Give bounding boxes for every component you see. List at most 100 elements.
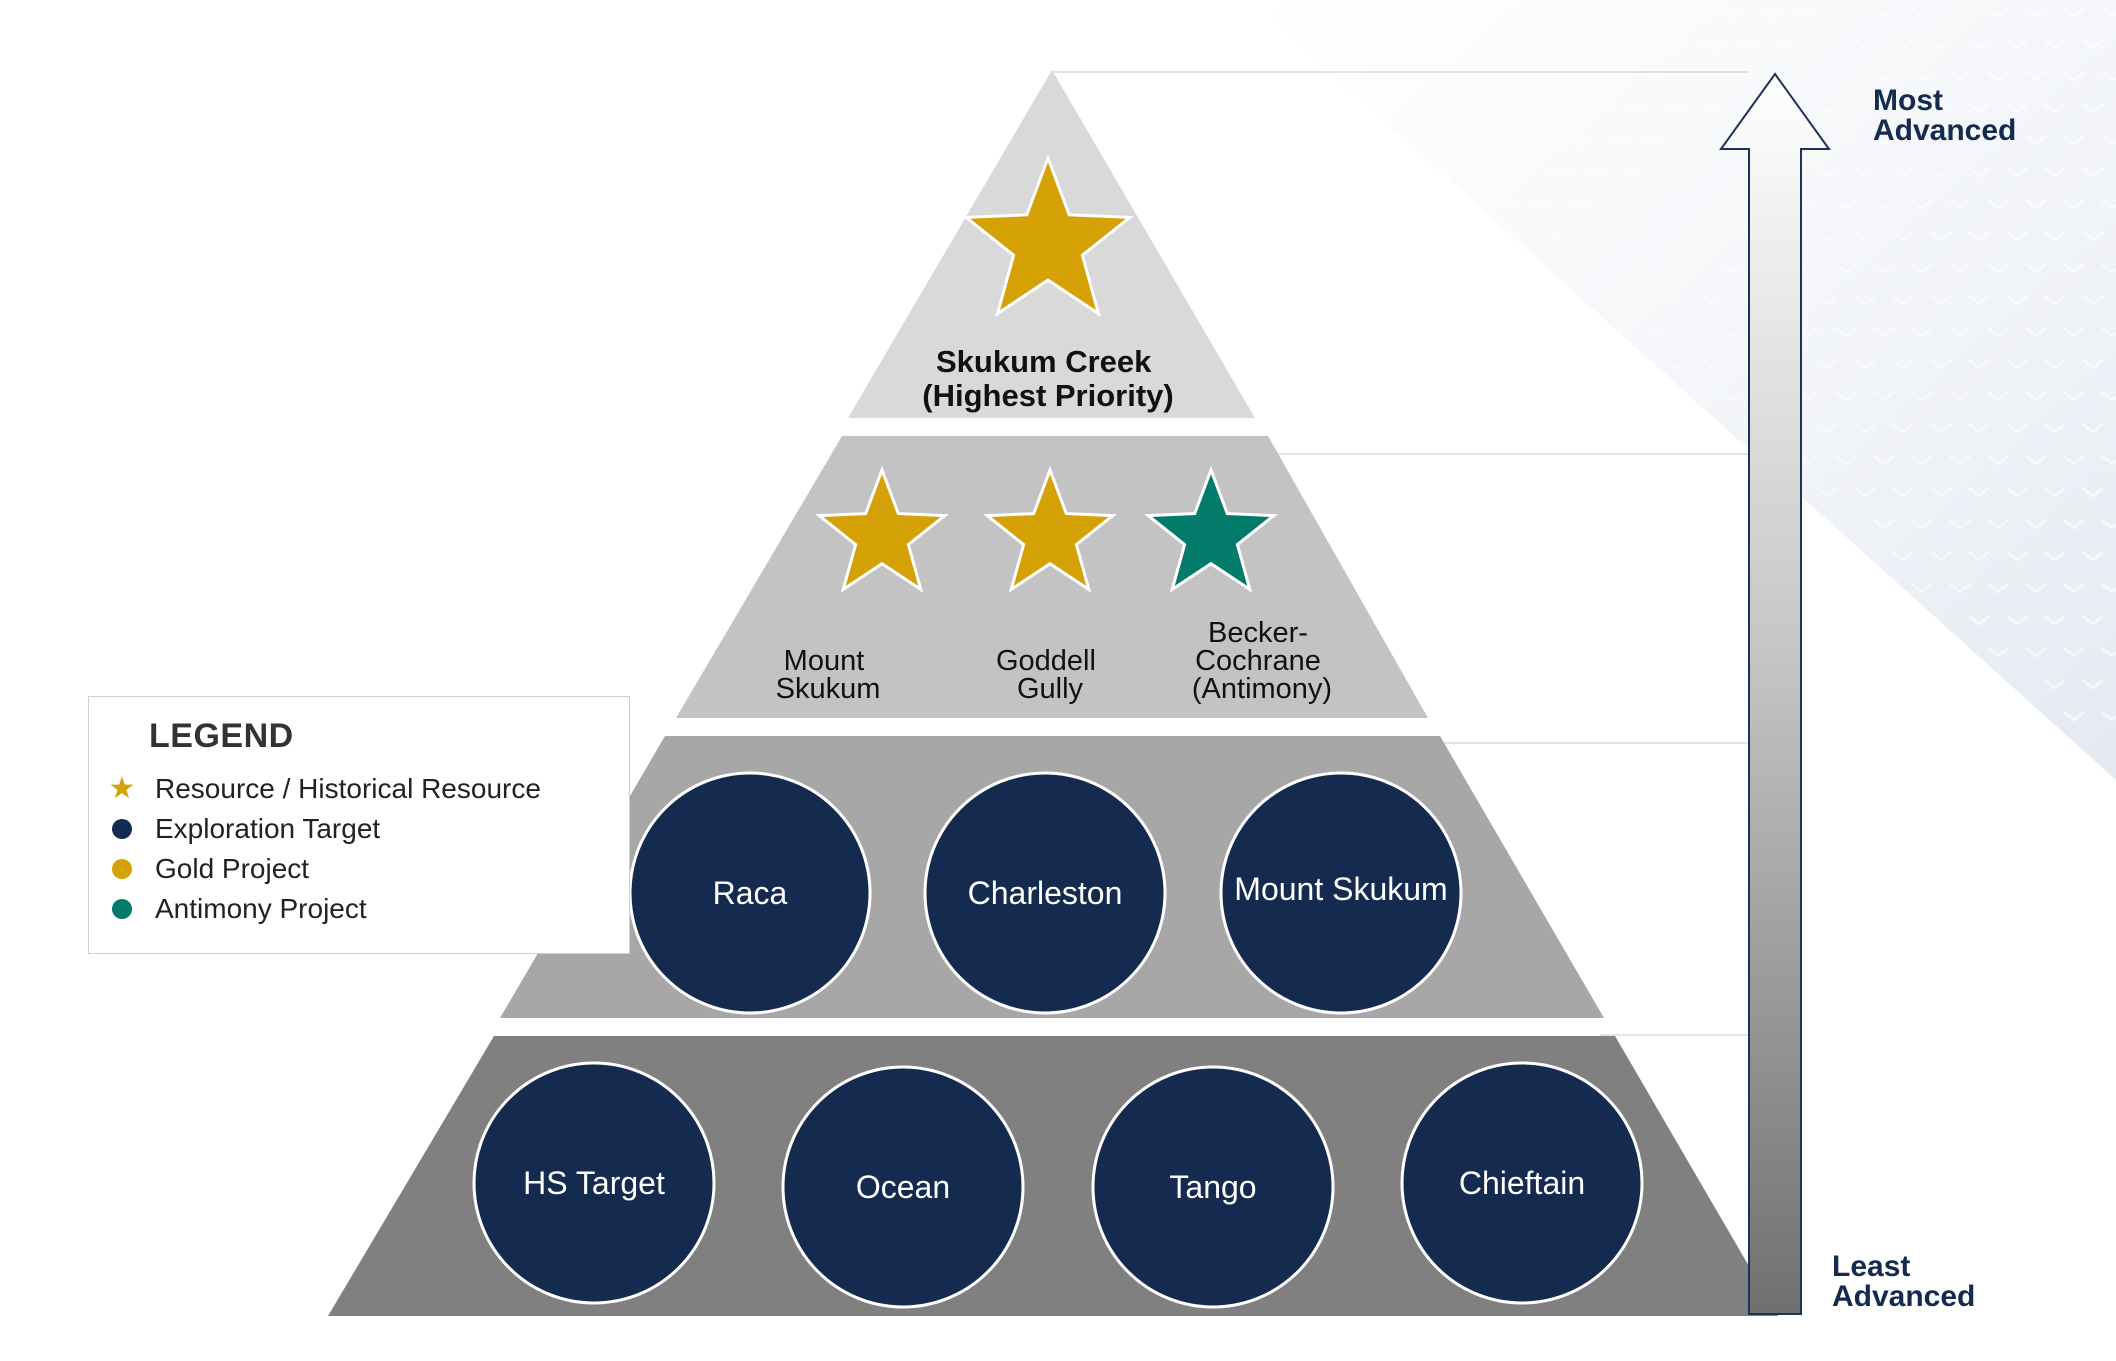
pattern-mark bbox=[1854, 358, 1876, 370]
pattern-mark bbox=[1550, 166, 1572, 178]
pattern-mark bbox=[2006, 614, 2028, 626]
pattern-mark bbox=[2044, 614, 2066, 626]
pattern-mark bbox=[2006, 230, 2028, 242]
pattern-mark bbox=[2063, 6, 2085, 18]
pattern-mark bbox=[1816, 166, 1838, 178]
pattern-mark bbox=[2006, 422, 2028, 434]
pattern-mark bbox=[1968, 422, 1990, 434]
pattern-mark bbox=[1968, 486, 1990, 498]
pattern-mark bbox=[1664, 358, 1686, 370]
pattern-mark bbox=[1474, 166, 1496, 178]
pattern-mark bbox=[1702, 358, 1724, 370]
pattern-mark bbox=[2044, 166, 2066, 178]
pattern-mark bbox=[2025, 646, 2047, 658]
pattern-mark bbox=[1835, 134, 1857, 146]
pattern-mark bbox=[1816, 358, 1838, 370]
pattern-mark bbox=[2025, 326, 2047, 338]
pattern-mark bbox=[1512, 102, 1534, 114]
pattern-mark bbox=[1949, 134, 1971, 146]
pattern-mark bbox=[1417, 70, 1439, 82]
pattern-mark bbox=[2101, 390, 2116, 402]
pattern-mark bbox=[1892, 294, 1914, 306]
pattern-mark bbox=[1911, 518, 1933, 530]
svg-text:Raca: Raca bbox=[713, 875, 788, 911]
pattern-mark bbox=[1873, 70, 1895, 82]
pattern-mark bbox=[2025, 262, 2047, 274]
pattern-mark bbox=[2063, 518, 2085, 530]
pattern-mark bbox=[1778, 38, 1800, 50]
pattern-mark bbox=[1379, 6, 1401, 18]
pattern-mark bbox=[1645, 198, 1667, 210]
pattern-mark bbox=[1379, 70, 1401, 82]
pattern-mark bbox=[1645, 134, 1667, 146]
pattern-mark bbox=[1493, 70, 1515, 82]
pattern-mark bbox=[2082, 38, 2104, 50]
exploration-target-chieftain: Chieftain bbox=[1400, 1061, 1644, 1305]
svg-text:Ocean: Ocean bbox=[856, 1169, 950, 1205]
pattern-mark bbox=[1949, 454, 1971, 466]
pattern-mark bbox=[2063, 454, 2085, 466]
pattern-mark bbox=[1645, 326, 1667, 338]
pattern-mark bbox=[1854, 230, 1876, 242]
pattern-mark bbox=[2063, 326, 2085, 338]
pattern-mark bbox=[1588, 166, 1610, 178]
pattern-mark bbox=[1854, 486, 1876, 498]
pattern-mark bbox=[1987, 454, 2009, 466]
pattern-mark bbox=[1702, 230, 1724, 242]
pattern-mark bbox=[1892, 550, 1914, 562]
svg-text:Tango: Tango bbox=[1169, 1169, 1256, 1205]
exploration-target-ocean: Ocean bbox=[781, 1065, 1025, 1309]
pattern-mark bbox=[1569, 6, 1591, 18]
star-icon: ★ bbox=[108, 772, 136, 805]
pattern-mark bbox=[1835, 390, 1857, 402]
pattern-mark bbox=[1854, 38, 1876, 50]
pattern-mark bbox=[1873, 390, 1895, 402]
pattern-mark bbox=[1436, 38, 1458, 50]
pattern-mark bbox=[2063, 582, 2085, 594]
pattern-mark bbox=[1968, 38, 1990, 50]
pattern-mark bbox=[1911, 70, 1933, 82]
pattern-mark bbox=[2025, 198, 2047, 210]
pattern-mark bbox=[1816, 294, 1838, 306]
pattern-mark bbox=[2082, 358, 2104, 370]
pattern-mark bbox=[1949, 326, 1971, 338]
pattern-mark bbox=[1493, 6, 1515, 18]
pattern-mark bbox=[1816, 38, 1838, 50]
pattern-mark bbox=[2101, 6, 2116, 18]
pattern-mark bbox=[1949, 390, 1971, 402]
star-icon bbox=[983, 465, 1117, 593]
pattern-mark bbox=[2063, 710, 2085, 722]
pattern-mark bbox=[1531, 134, 1553, 146]
pattern-mark bbox=[1626, 230, 1648, 242]
pattern-mark bbox=[1664, 166, 1686, 178]
pattern-mark bbox=[1911, 582, 1933, 594]
pattern-mark bbox=[1911, 326, 1933, 338]
pattern-mark bbox=[1968, 358, 1990, 370]
pattern-mark bbox=[1493, 198, 1515, 210]
pattern-mark bbox=[1721, 262, 1743, 274]
pattern-mark bbox=[1664, 230, 1686, 242]
top-project-label: Skukum Creek (Highest Priority) bbox=[922, 344, 1173, 413]
pattern-mark bbox=[1683, 134, 1705, 146]
pattern-mark bbox=[1854, 294, 1876, 306]
pattern-mark bbox=[2006, 166, 2028, 178]
svg-text:Charleston: Charleston bbox=[968, 875, 1123, 911]
pattern-mark bbox=[1702, 38, 1724, 50]
pyramid-tier-2 bbox=[676, 436, 1428, 718]
legend-item-exploration-target: Exploration Target bbox=[107, 811, 380, 847]
exploration-target-tango: Tango bbox=[1091, 1065, 1335, 1309]
least-advanced-label: Least Advanced bbox=[1832, 1250, 1975, 1313]
pattern-mark bbox=[2006, 102, 2028, 114]
pattern-mark bbox=[2063, 70, 2085, 82]
pattern-mark bbox=[1949, 70, 1971, 82]
pattern-mark bbox=[1892, 166, 1914, 178]
pattern-mark bbox=[2082, 550, 2104, 562]
pattern-mark bbox=[1626, 166, 1648, 178]
pattern-mark bbox=[2006, 38, 2028, 50]
pattern-mark bbox=[1873, 134, 1895, 146]
pattern-mark bbox=[1512, 166, 1534, 178]
advancement-arrow bbox=[1719, 72, 1831, 1315]
pattern-mark bbox=[1493, 134, 1515, 146]
pattern-mark bbox=[2025, 70, 2047, 82]
